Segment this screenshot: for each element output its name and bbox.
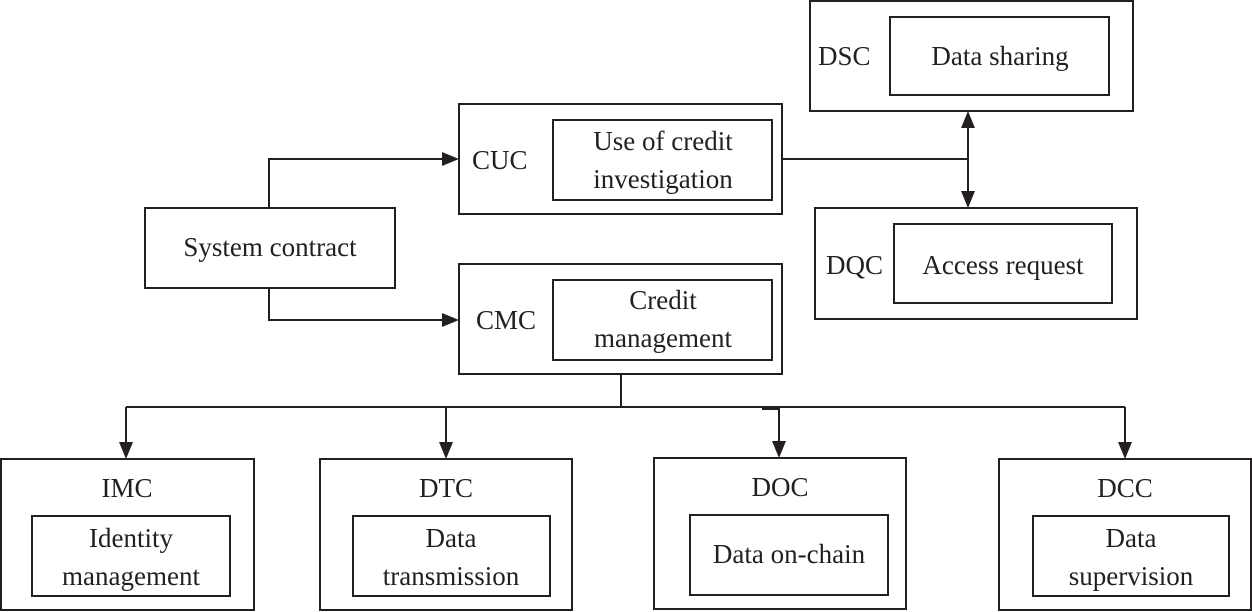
dtc-label-line1: Data [426,523,477,553]
imc-outer-box [0,458,255,611]
dsc-code: DSC [818,41,871,71]
cmc-node: CMC Credit management [458,263,783,375]
dsc-inner-box [889,16,1110,96]
cuc-node: CUC Use of credit investigation [458,103,783,215]
dtc-node: DTC Data transmission [319,458,573,611]
imc-inner-box [31,515,231,597]
cuc-label-line1: Use of credit [593,126,733,156]
cmc-code: CMC [476,305,536,335]
arrowhead-to-doc [772,441,786,458]
dsc-node: DSC Data sharing [809,0,1134,112]
arrowhead-to-dtc [439,442,453,459]
imc-label-line2: management [62,561,200,591]
dqc-outer-box [814,207,1138,320]
doc-outer-box [653,457,907,610]
arrowhead-to-dsc [961,111,975,128]
doc-inner-box [689,514,889,596]
dsc-label: Data sharing [931,41,1068,71]
dtc-code: DTC [419,473,473,503]
dtc-inner-box [352,515,551,597]
system-contract-label: System contract [183,232,357,262]
arrowhead-to-cuc [442,152,459,166]
dqc-inner-box [893,223,1113,304]
doc-code: DOC [751,472,808,502]
dcc-label-line1: Data [1106,523,1157,553]
doc-label: Data on-chain [713,539,866,569]
doc-node: DOC Data on-chain [653,457,907,610]
connector-cuc-to-dsc-dqc [782,111,975,208]
imc-node: IMC Identity management [0,458,255,611]
cuc-code: CUC [472,145,528,175]
arrowhead-to-dcc [1118,442,1132,459]
dtc-label-line2: transmission [383,561,520,591]
cmc-label-line1: Credit [629,285,697,315]
imc-label-line1: Identity [89,523,173,553]
cmc-inner-box [552,279,773,361]
imc-code: IMC [101,473,152,503]
connector-system-to-cuc [268,152,459,208]
dcc-inner-box [1032,515,1230,597]
dcc-node: DCC Data supervision [998,458,1252,611]
dqc-label: Access request [922,250,1084,280]
dcc-code: DCC [1097,473,1153,503]
system-contract-node: System contract [144,207,396,289]
arrowhead-to-dqc [961,191,975,208]
connector-cmc-to-children [119,374,1132,459]
dqc-node: DQC Access request [814,207,1138,320]
cmc-label-line2: management [594,323,732,353]
cuc-label-line2: investigation [593,164,733,194]
cuc-inner-box [552,119,773,201]
arrowhead-to-cmc [442,313,459,327]
arrowhead-to-imc [119,442,133,459]
connector-system-to-cmc [268,288,459,327]
dsc-outer-box [809,0,1134,112]
dcc-label-line2: supervision [1069,561,1194,591]
dqc-code: DQC [826,250,883,280]
